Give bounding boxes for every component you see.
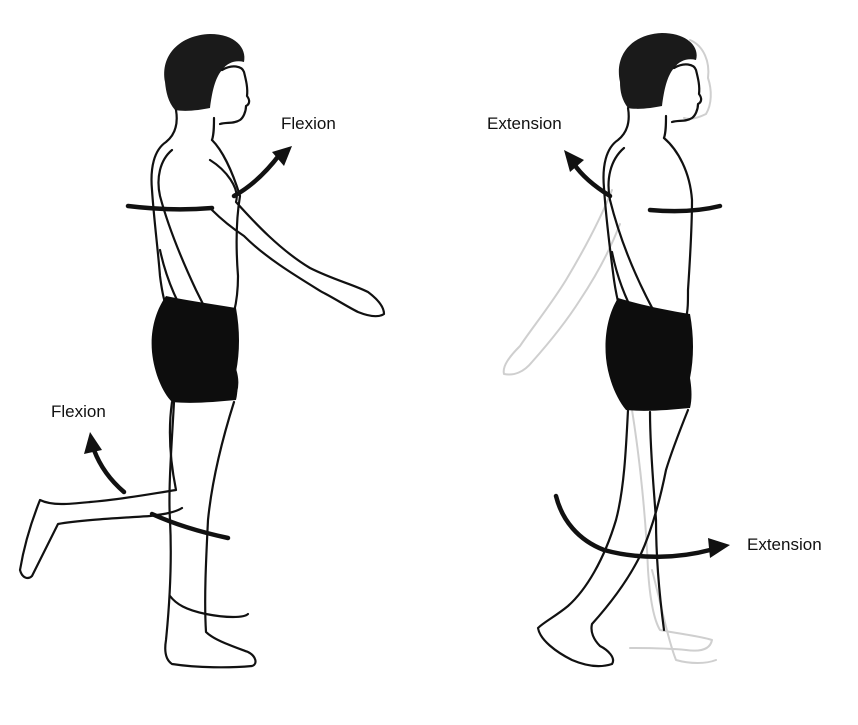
shoulder-extension-label: Extension	[487, 114, 562, 133]
hip-extension-label: Extension	[747, 535, 822, 554]
motion-arrows	[84, 146, 730, 560]
left-figure-torso	[150, 108, 178, 308]
right-figure-shorts	[605, 298, 693, 411]
hip-extension-arrow	[553, 493, 713, 560]
left-figure-head	[218, 65, 251, 126]
shoulder-extension-arrow	[647, 203, 723, 214]
left-figure-standing-leg	[164, 400, 257, 669]
right-figure-ghost-legs	[629, 409, 717, 664]
left-figure-shorts	[151, 296, 239, 403]
shoulder-extension-arrowhead	[564, 150, 584, 172]
shoulder-flexion-arrowhead	[272, 146, 292, 166]
knee-flexion-arrowhead	[84, 432, 102, 454]
left-figure-hair	[164, 34, 245, 111]
shoulder-flexion-label: Flexion	[281, 114, 336, 133]
left-figure-raised-arm	[208, 158, 386, 318]
knee-flexion-arrow	[149, 511, 231, 541]
right-figure-head	[670, 63, 703, 124]
right-figure-hair	[618, 33, 697, 109]
right-figure-ghost-arm	[502, 189, 621, 376]
left-figure-bent-leg	[18, 400, 184, 580]
shoulder-flexion-arrow	[125, 203, 215, 212]
left-figure-flexion	[18, 34, 386, 669]
right-figure-torso	[602, 106, 630, 312]
right-figure-front-leg	[648, 410, 666, 632]
right-figure-extension	[502, 33, 717, 668]
right-figure-ghost-head	[683, 39, 712, 120]
hip-extension-arrowhead	[708, 538, 730, 558]
right-figure-back-leg	[536, 408, 690, 668]
knee-flexion-label: Flexion	[51, 402, 106, 421]
